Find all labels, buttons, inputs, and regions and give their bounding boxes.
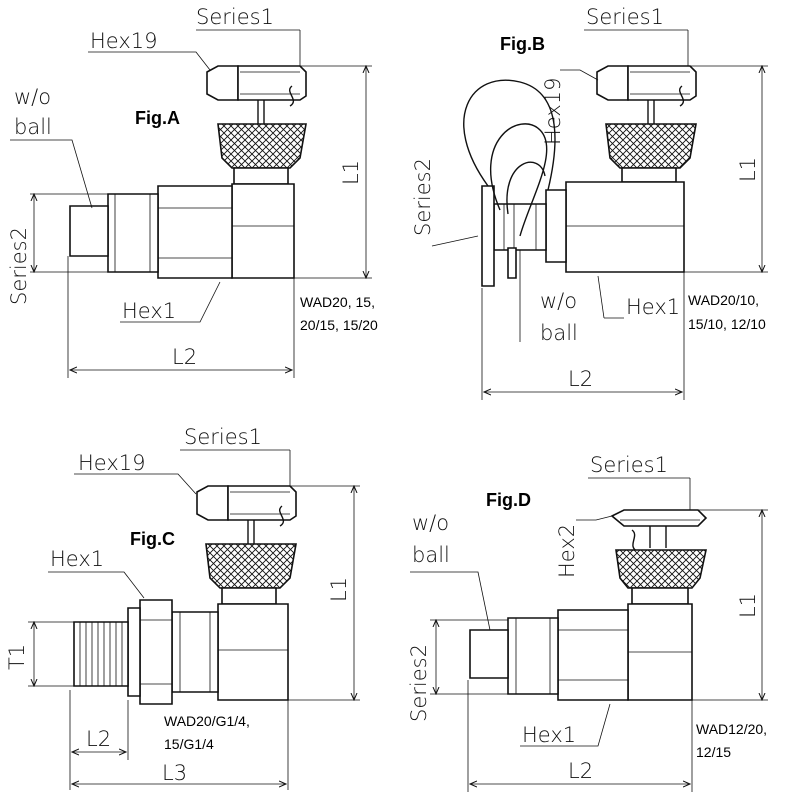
fig-b-quick-coupler [596,65,697,183]
fig-d-dimensions [410,477,768,792]
fig-a-title: Fig.A [135,108,180,128]
fig-d-title: Fig.D [486,490,531,510]
fig-c-l2-label: L2 [86,727,111,751]
fig-b-elbow-body [481,181,685,287]
fig-a-l2-label: L2 [172,345,197,369]
fig-d-hex1-label: Hex1 [522,723,576,747]
figure-a: Fig.A Series1 Hex19 w/o ball Series2 Hex… [7,5,378,378]
fig-b-wo-label: w/o [540,289,577,313]
fig-a-wo-label: w/o [14,85,51,109]
figure-c: Fig.C Series1 Hex19 Hex1 T1 L1 L2 L3 WAD… [5,425,360,790]
fig-b-series1-label: Series1 [586,5,664,29]
fig-b-models-line1: WAD20/10, [688,292,759,308]
fig-c-series1-label: Series1 [184,425,262,449]
fig-a-models-line1: WAD20, 15, [300,294,375,310]
fig-d-series2-label: Series2 [407,644,431,722]
fig-a-hex1-label: Hex1 [122,299,176,323]
fig-b-hex1-label: Hex1 [626,295,680,319]
fig-b-series2-label: Series2 [411,158,435,236]
fig-c-t1-label: T1 [5,644,29,670]
fig-c-models-line1: WAD20/G1/4, [164,713,250,729]
fig-a-series2-label: Series2 [7,227,31,305]
fig-c-dimensions [28,449,360,790]
fig-d-l2-label: L2 [568,759,593,783]
fig-a-elbow-body [69,183,295,279]
fig-d-quick-coupler [610,509,708,605]
fig-a-series1-label: Series1 [196,5,274,29]
fig-d-ball-label: ball [412,543,450,567]
fig-b-dimensions [431,29,768,400]
fig-a-dimensions [10,29,372,378]
fig-c-elbow-body [73,599,289,705]
fig-b-l1-label: L1 [736,157,760,182]
fig-d-models-line2: 12/15 [696,744,731,760]
fig-a-ball-label: ball [14,115,52,139]
fig-c-models-line2: 15/G1/4 [164,736,214,752]
fig-c-l3-label: L3 [162,761,187,785]
fig-a-hex19-label: Hex19 [90,29,158,53]
fig-d-models-line1: WAD12/20, [696,721,767,737]
fig-b-hex19-label: Hex19 [541,78,565,146]
fig-c-hex19-label: Hex19 [78,451,146,475]
fig-d-series1-label: Series1 [590,453,668,477]
fig-d-l1-label: L1 [736,593,760,618]
fig-b-title: Fig.B [500,34,545,54]
fig-b-l2-label: L2 [568,367,593,391]
fig-a-models-line2: 20/15, 15/20 [300,317,378,333]
figure-b: Fig.B Series1 Hex19 Series2 w/o ball Hex… [411,5,768,400]
fig-a-quick-coupler [206,65,307,185]
fig-c-title: Fig.C [130,529,175,549]
fig-b-dust-cap-cord [463,79,556,237]
fig-c-hex1-label: Hex1 [50,547,104,571]
fig-b-ball-label: ball [540,321,578,345]
fig-b-models-line2: 15/10, 12/10 [688,316,766,332]
fig-d-elbow-body [469,603,693,701]
fig-c-quick-coupler [196,485,297,605]
figure-d: Fig.D Series1 Hex2 w/o ball Series2 Hex1… [407,453,768,792]
fig-d-hex2-label: Hex2 [555,524,579,578]
fig-a-l1-label: L1 [339,160,363,185]
fig-d-wo-label: w/o [412,511,449,535]
fig-c-l1-label: L1 [327,577,351,602]
